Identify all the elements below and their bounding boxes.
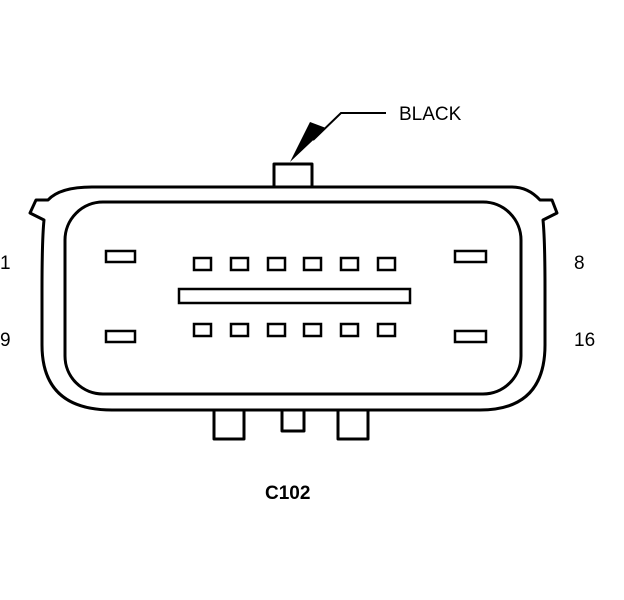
pin-cavity-12 bbox=[266, 322, 287, 338]
pin-cavity-7 bbox=[376, 256, 397, 272]
pin-label-bottom-right: 16 bbox=[574, 330, 595, 351]
pin-cavity-9 bbox=[104, 329, 137, 344]
connector-face-inner bbox=[63, 200, 523, 396]
pin-label-bottom-left: 9 bbox=[0, 330, 11, 351]
locking-tab bbox=[272, 162, 314, 189]
pin-cavity-1 bbox=[104, 249, 137, 264]
connector-name: C102 bbox=[265, 483, 310, 504]
pin-label-top-right: 8 bbox=[574, 253, 585, 274]
pin-cavity-16 bbox=[453, 329, 488, 344]
pin-row-bottom bbox=[104, 322, 488, 344]
pin-cavity-5 bbox=[302, 256, 323, 272]
pin-row-top bbox=[104, 249, 488, 272]
pin-cavity-6 bbox=[339, 256, 360, 272]
pin-cavity-13 bbox=[302, 322, 323, 338]
pin-cavity-2 bbox=[192, 256, 213, 272]
bottom-key-right bbox=[336, 408, 370, 441]
pin-cavity-4 bbox=[266, 256, 287, 272]
color-label: BLACK bbox=[399, 104, 462, 125]
leader-arrowhead bbox=[290, 122, 326, 162]
pin-label-top-left: 1 bbox=[0, 253, 11, 274]
pin-cavity-10 bbox=[192, 322, 213, 338]
center-divider-bar bbox=[177, 287, 412, 305]
bottom-key-left bbox=[212, 408, 246, 441]
pin-cavity-3 bbox=[229, 256, 250, 272]
pin-cavity-14 bbox=[339, 322, 360, 338]
pin-cavity-11 bbox=[229, 322, 250, 338]
pin-cavity-15 bbox=[376, 322, 397, 338]
pin-cavity-8 bbox=[453, 249, 488, 264]
bottom-key-center bbox=[280, 408, 306, 433]
leader-line bbox=[312, 112, 386, 141]
